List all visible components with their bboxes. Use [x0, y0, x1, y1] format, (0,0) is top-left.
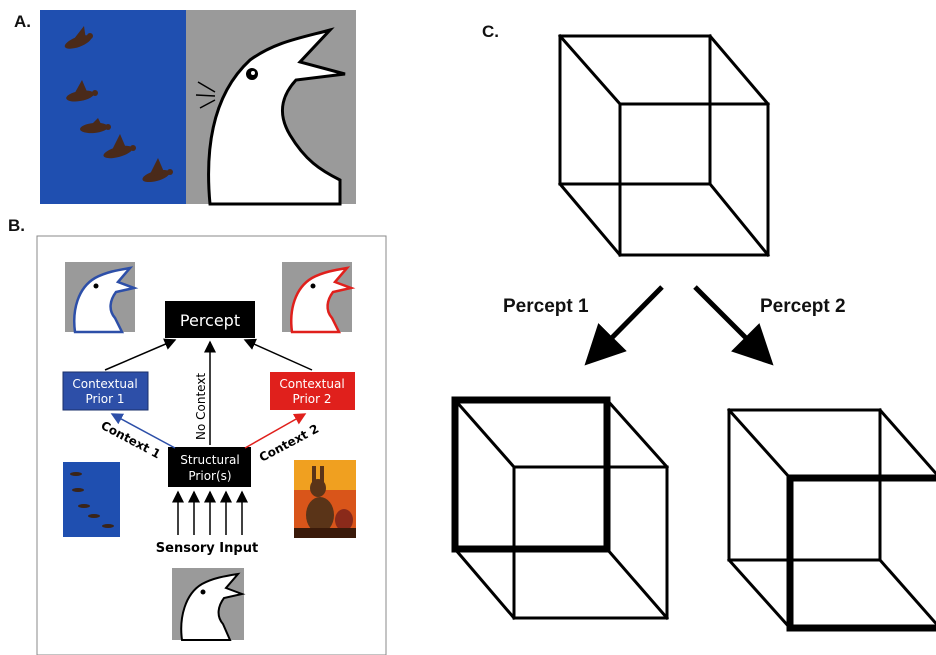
duck-rabbit-illustration [40, 10, 356, 206]
contextual-prior-1-box [62, 371, 149, 411]
necker-cube [557, 33, 771, 258]
duck-icon [142, 158, 173, 183]
rabbit-red-thumbnail [282, 262, 356, 334]
percept-2-label: Percept 2 [760, 296, 846, 317]
arrow-prior2-to-percept [243, 338, 313, 371]
duck-icon [80, 118, 111, 134]
contextual-prior-1-line2: Prior 1 [85, 392, 124, 406]
contextual-prior-2-line1: Contextual [279, 377, 344, 391]
percept-1-label: Percept 1 [503, 296, 589, 317]
easter-bunny-thumbnail [294, 460, 356, 538]
contextual-prior-2-line2: Prior 2 [292, 392, 331, 406]
contextual-priors-diagram: Percept Contextual Prior 1 Contextual Pr… [36, 235, 387, 655]
panel-c-label: C. [482, 22, 499, 41]
arrow-prior1-to-percept [104, 338, 177, 371]
structural-prior-line1: Structural [180, 453, 239, 467]
duck-icon [103, 134, 136, 159]
percept-1-cube [451, 396, 670, 621]
sensory-input-label: Sensory Input [156, 541, 258, 556]
arrow-context-2 [244, 413, 307, 449]
rabbit-bottom-thumbnail [172, 568, 246, 641]
structural-prior-box [168, 447, 251, 487]
duck-icon [66, 80, 98, 102]
percept-box [165, 301, 255, 338]
ducks-thumbnail [63, 462, 120, 537]
no-context-label: No Context [194, 373, 208, 440]
rabbit-icon [195, 27, 346, 206]
panel-a-label: A. [14, 12, 31, 31]
arrow-percept-1 [584, 285, 664, 366]
percept-2-cube [726, 407, 936, 632]
arrow-percept-2 [693, 285, 774, 366]
rabbit-blue-thumbnail [65, 262, 139, 334]
contextual-prior-2-box [270, 372, 355, 410]
percept-label: Percept [180, 311, 240, 330]
panel-b-label: B. [8, 216, 25, 235]
contextual-prior-1-line1: Contextual [72, 377, 137, 391]
arrow-context-1 [110, 413, 176, 449]
duck-icon [64, 26, 93, 49]
structural-prior-line2: Prior(s) [188, 469, 231, 483]
